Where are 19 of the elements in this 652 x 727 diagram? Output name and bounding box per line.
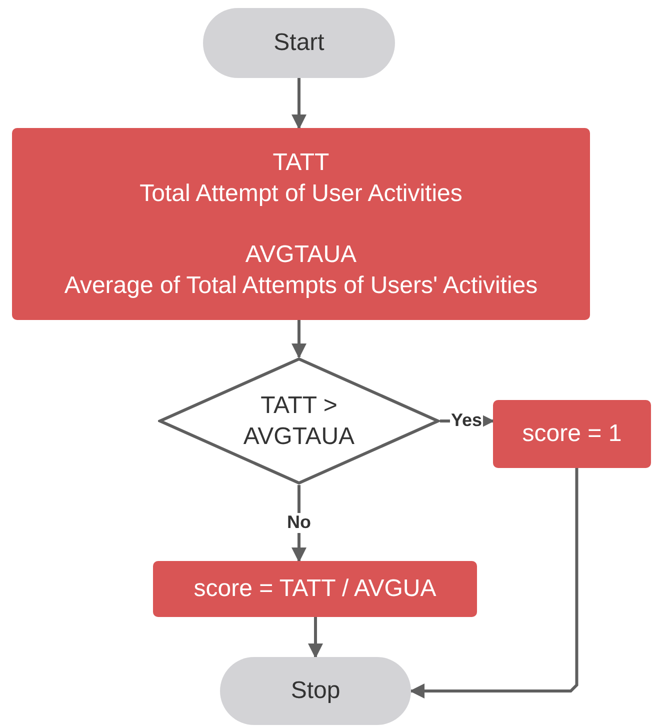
- node-text: Average of Total Attempts of Users' Activities: [64, 271, 538, 302]
- process-box: [493, 400, 651, 468]
- process-box: [153, 561, 477, 617]
- node-text: AVGTAUA: [245, 240, 357, 270]
- arrow: [292, 320, 306, 358]
- node-text: Stop: [290, 676, 340, 706]
- process-box: [12, 128, 590, 320]
- node-text: score = 1: [522, 419, 622, 450]
- node-text: TATT: [272, 148, 330, 178]
- decision-diamond: [158, 357, 440, 485]
- node-text: TATT > AVGTAUA: [242, 390, 356, 452]
- node-text: Start: [274, 28, 324, 58]
- node-text: score = TATT / AVGUA: [194, 574, 436, 604]
- arrow: [308, 617, 323, 658]
- arrow: [292, 78, 306, 130]
- node-text: Total Attempt of User Activities: [140, 178, 462, 209]
- edge-label: No: [286, 513, 312, 533]
- edge-label: Yes: [450, 411, 484, 431]
- arrow: [410, 468, 578, 698]
